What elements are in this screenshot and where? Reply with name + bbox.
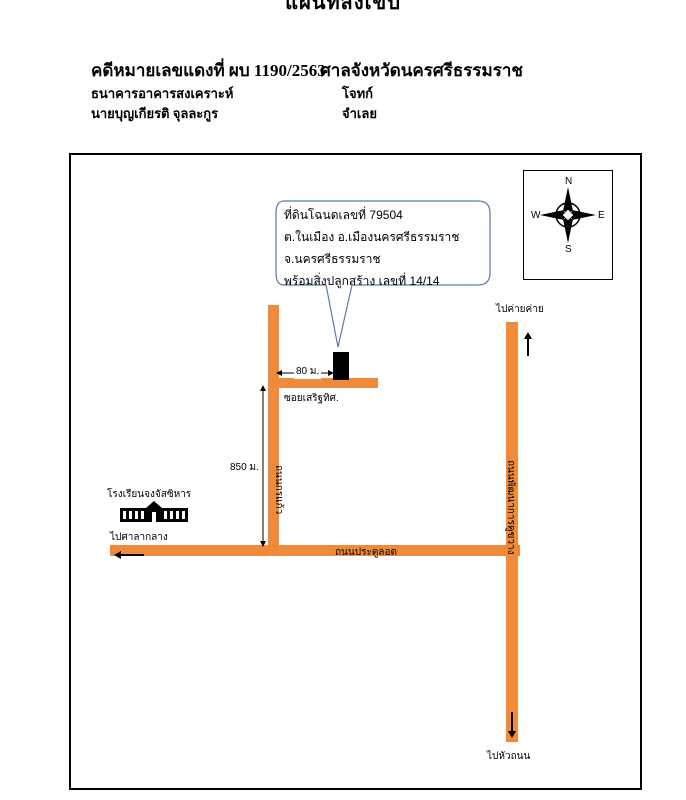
road-main-horizontal [110,545,520,556]
compass-w: W [531,210,541,221]
dimension-850m-label: 850 ม. [230,462,259,473]
page-title-cut: แผนที่สังเขป [285,0,401,14]
road-soi [268,378,378,388]
compass-e: E [598,210,605,221]
court-name: ศาลจังหวัดนครศรีธรรมราช [320,61,523,80]
callout-text: ที่ดินโฉนดเลขที่ 79504 ต.ในเมือง อ.เมือง… [284,204,459,292]
callout-line-1: ที่ดินโฉนดเลขที่ 79504 [284,208,403,222]
direction-to-huathanon-label: ไปหัวถนน [487,751,531,762]
callout-line-2: ต.ในเมือง อ.เมืองนครศรีธรรมราช [284,230,460,244]
map-frame [69,153,642,790]
school-label: โรงเรียนจงจัสซิหาร [107,489,192,500]
road-label-right-vertical: ถนนพัฒนาการคูขวาง [505,460,516,555]
plaintiff-role: โจทก์ [342,86,374,101]
school-building-icon [120,501,188,522]
plaintiff-name: ธนาคารอาคารสงเคราะห์ [91,86,234,101]
arrow-up-icon [524,332,532,356]
road-right-vertical [506,322,518,742]
defendant-role: จำเลย [342,106,377,121]
callout-line-4: พร้อมสิ่งปลูกสร้าง เลขที่ 14/14 [284,274,440,288]
defendant-name: นายบุญเกียรติ จุลละกูร [91,106,219,121]
road-label-soi: ซอยเสริฐทิศ. [284,393,339,404]
arrow-down-icon [508,712,516,738]
compass-n: N [565,176,573,187]
land-plot-marker [333,352,349,380]
dimension-850m [260,385,266,547]
callout-bubble [275,200,491,348]
compass-s: S [565,244,572,255]
compass-rose-icon [540,187,596,243]
case-number: คดีหมายเลขแดงที่ ผบ 1190/2563 [91,61,326,80]
road-label-main: ถนนประตูลอด [335,547,397,558]
compass-box [523,170,613,280]
direction-to-camp-label: ไปค่ายค่าย [496,304,544,315]
road-left-vertical [268,305,279,550]
arrow-left-icon [114,551,144,559]
road-label-left-vertical: ถนนกรแก้ว [273,465,284,515]
direction-to-court-label: ไปศาลากลาง [110,532,168,543]
dimension-80m-label: 80 ม. [294,364,322,379]
callout-line-3: จ.นครศรีธรรมราช [284,252,381,266]
